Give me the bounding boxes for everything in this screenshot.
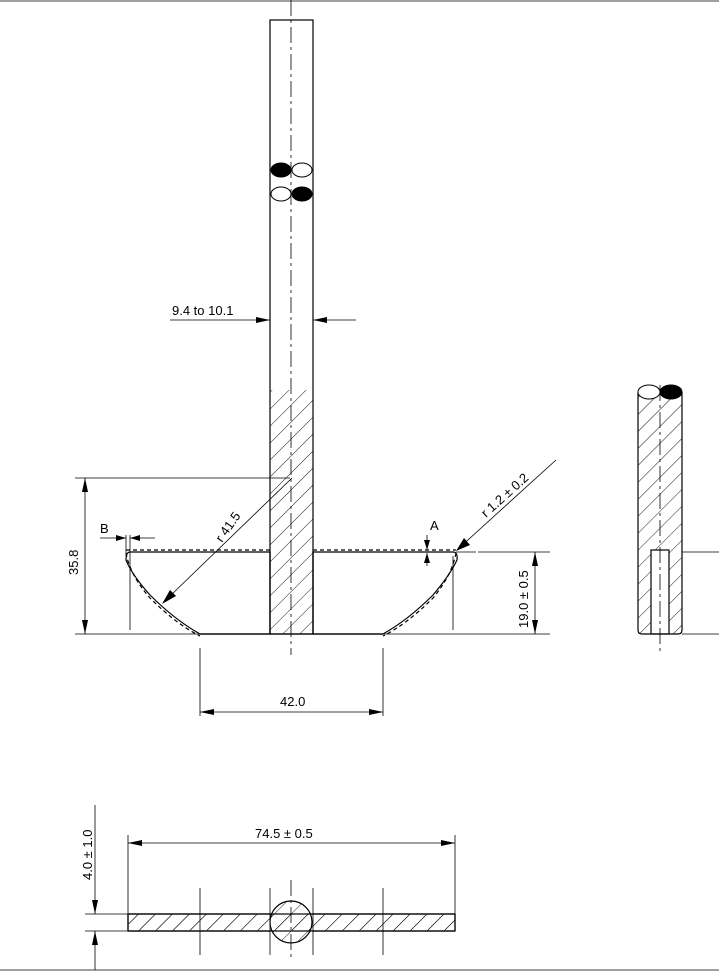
blade-thickness-label: 4.0 ± 1.0 xyxy=(80,829,95,880)
rod-hatched-section xyxy=(270,390,313,634)
blade-view: 74.5 ± 0.5 4.0 ± 1.0 xyxy=(80,805,456,970)
pin-open-2 xyxy=(270,186,292,202)
radius-small-label: r 1.2 ± 0.2 xyxy=(478,470,531,520)
width-42-label: 42.0 xyxy=(280,694,305,709)
height-total-label: 35.8 xyxy=(66,550,81,575)
gap-b-label: B xyxy=(100,521,109,536)
tolerance-outline xyxy=(125,549,457,637)
detail-a-label: A xyxy=(430,518,439,533)
radius-large-label: r 41.5 xyxy=(212,509,243,545)
side-pin-filled xyxy=(659,384,683,400)
main-view: 9.4 to 10.1 35.8 B r 41.5 A r 1.2 ± 0.2 xyxy=(66,0,557,716)
rod-diameter-label: 9.4 to 10.1 xyxy=(172,303,233,318)
pin-filled-2 xyxy=(291,186,313,202)
side-view xyxy=(637,384,719,655)
blade-length-label: 74.5 ± 0.5 xyxy=(255,826,313,841)
side-pin-open xyxy=(637,384,661,400)
pin-filled-1 xyxy=(270,162,292,178)
pin-open-1 xyxy=(291,162,313,178)
blade-height-label: 19.0 ± 0.5 xyxy=(516,570,531,628)
